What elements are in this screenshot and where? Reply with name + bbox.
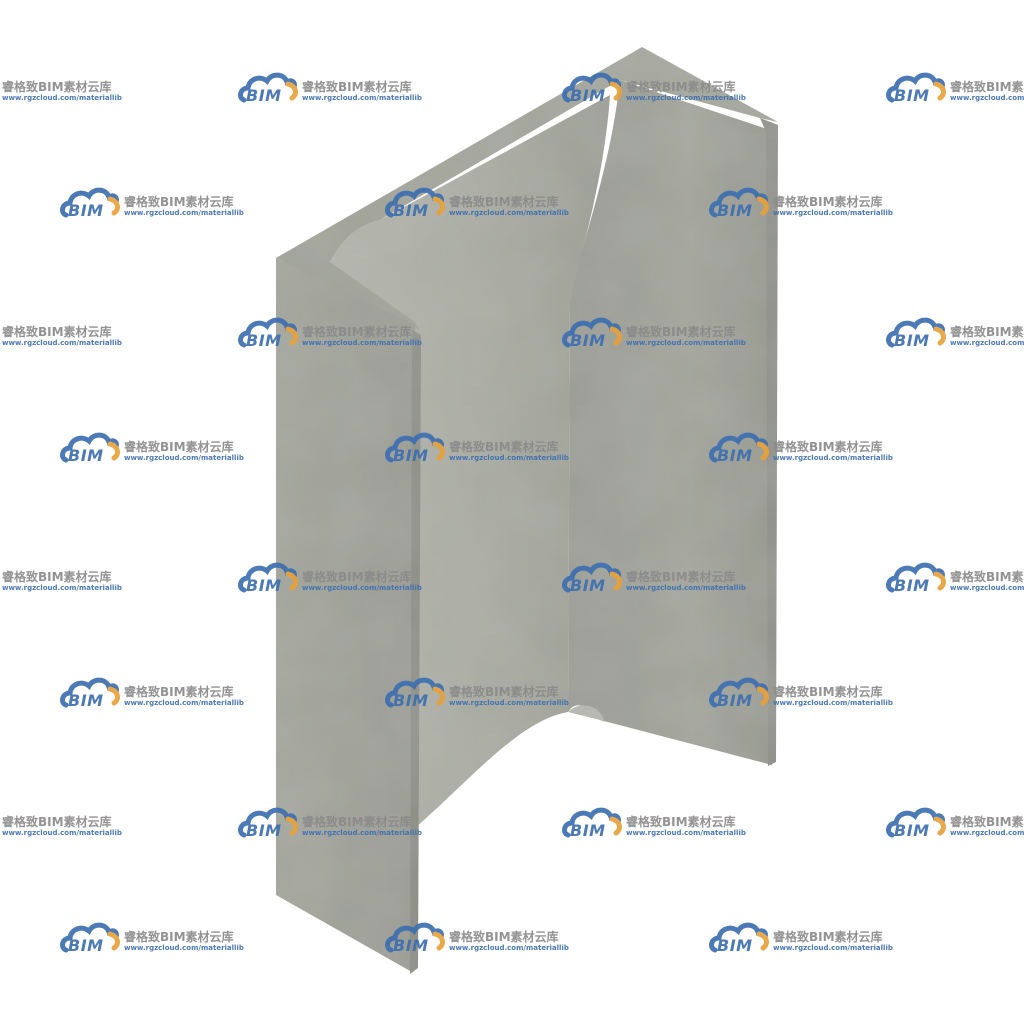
flange-fillet [568, 705, 605, 722]
back-flange-face [568, 80, 772, 765]
web-inner-face [330, 95, 610, 828]
front-flange-edge [410, 330, 421, 974]
front-flange-face [276, 258, 415, 972]
channel-body [276, 47, 778, 974]
back-flange-edge [760, 118, 778, 766]
